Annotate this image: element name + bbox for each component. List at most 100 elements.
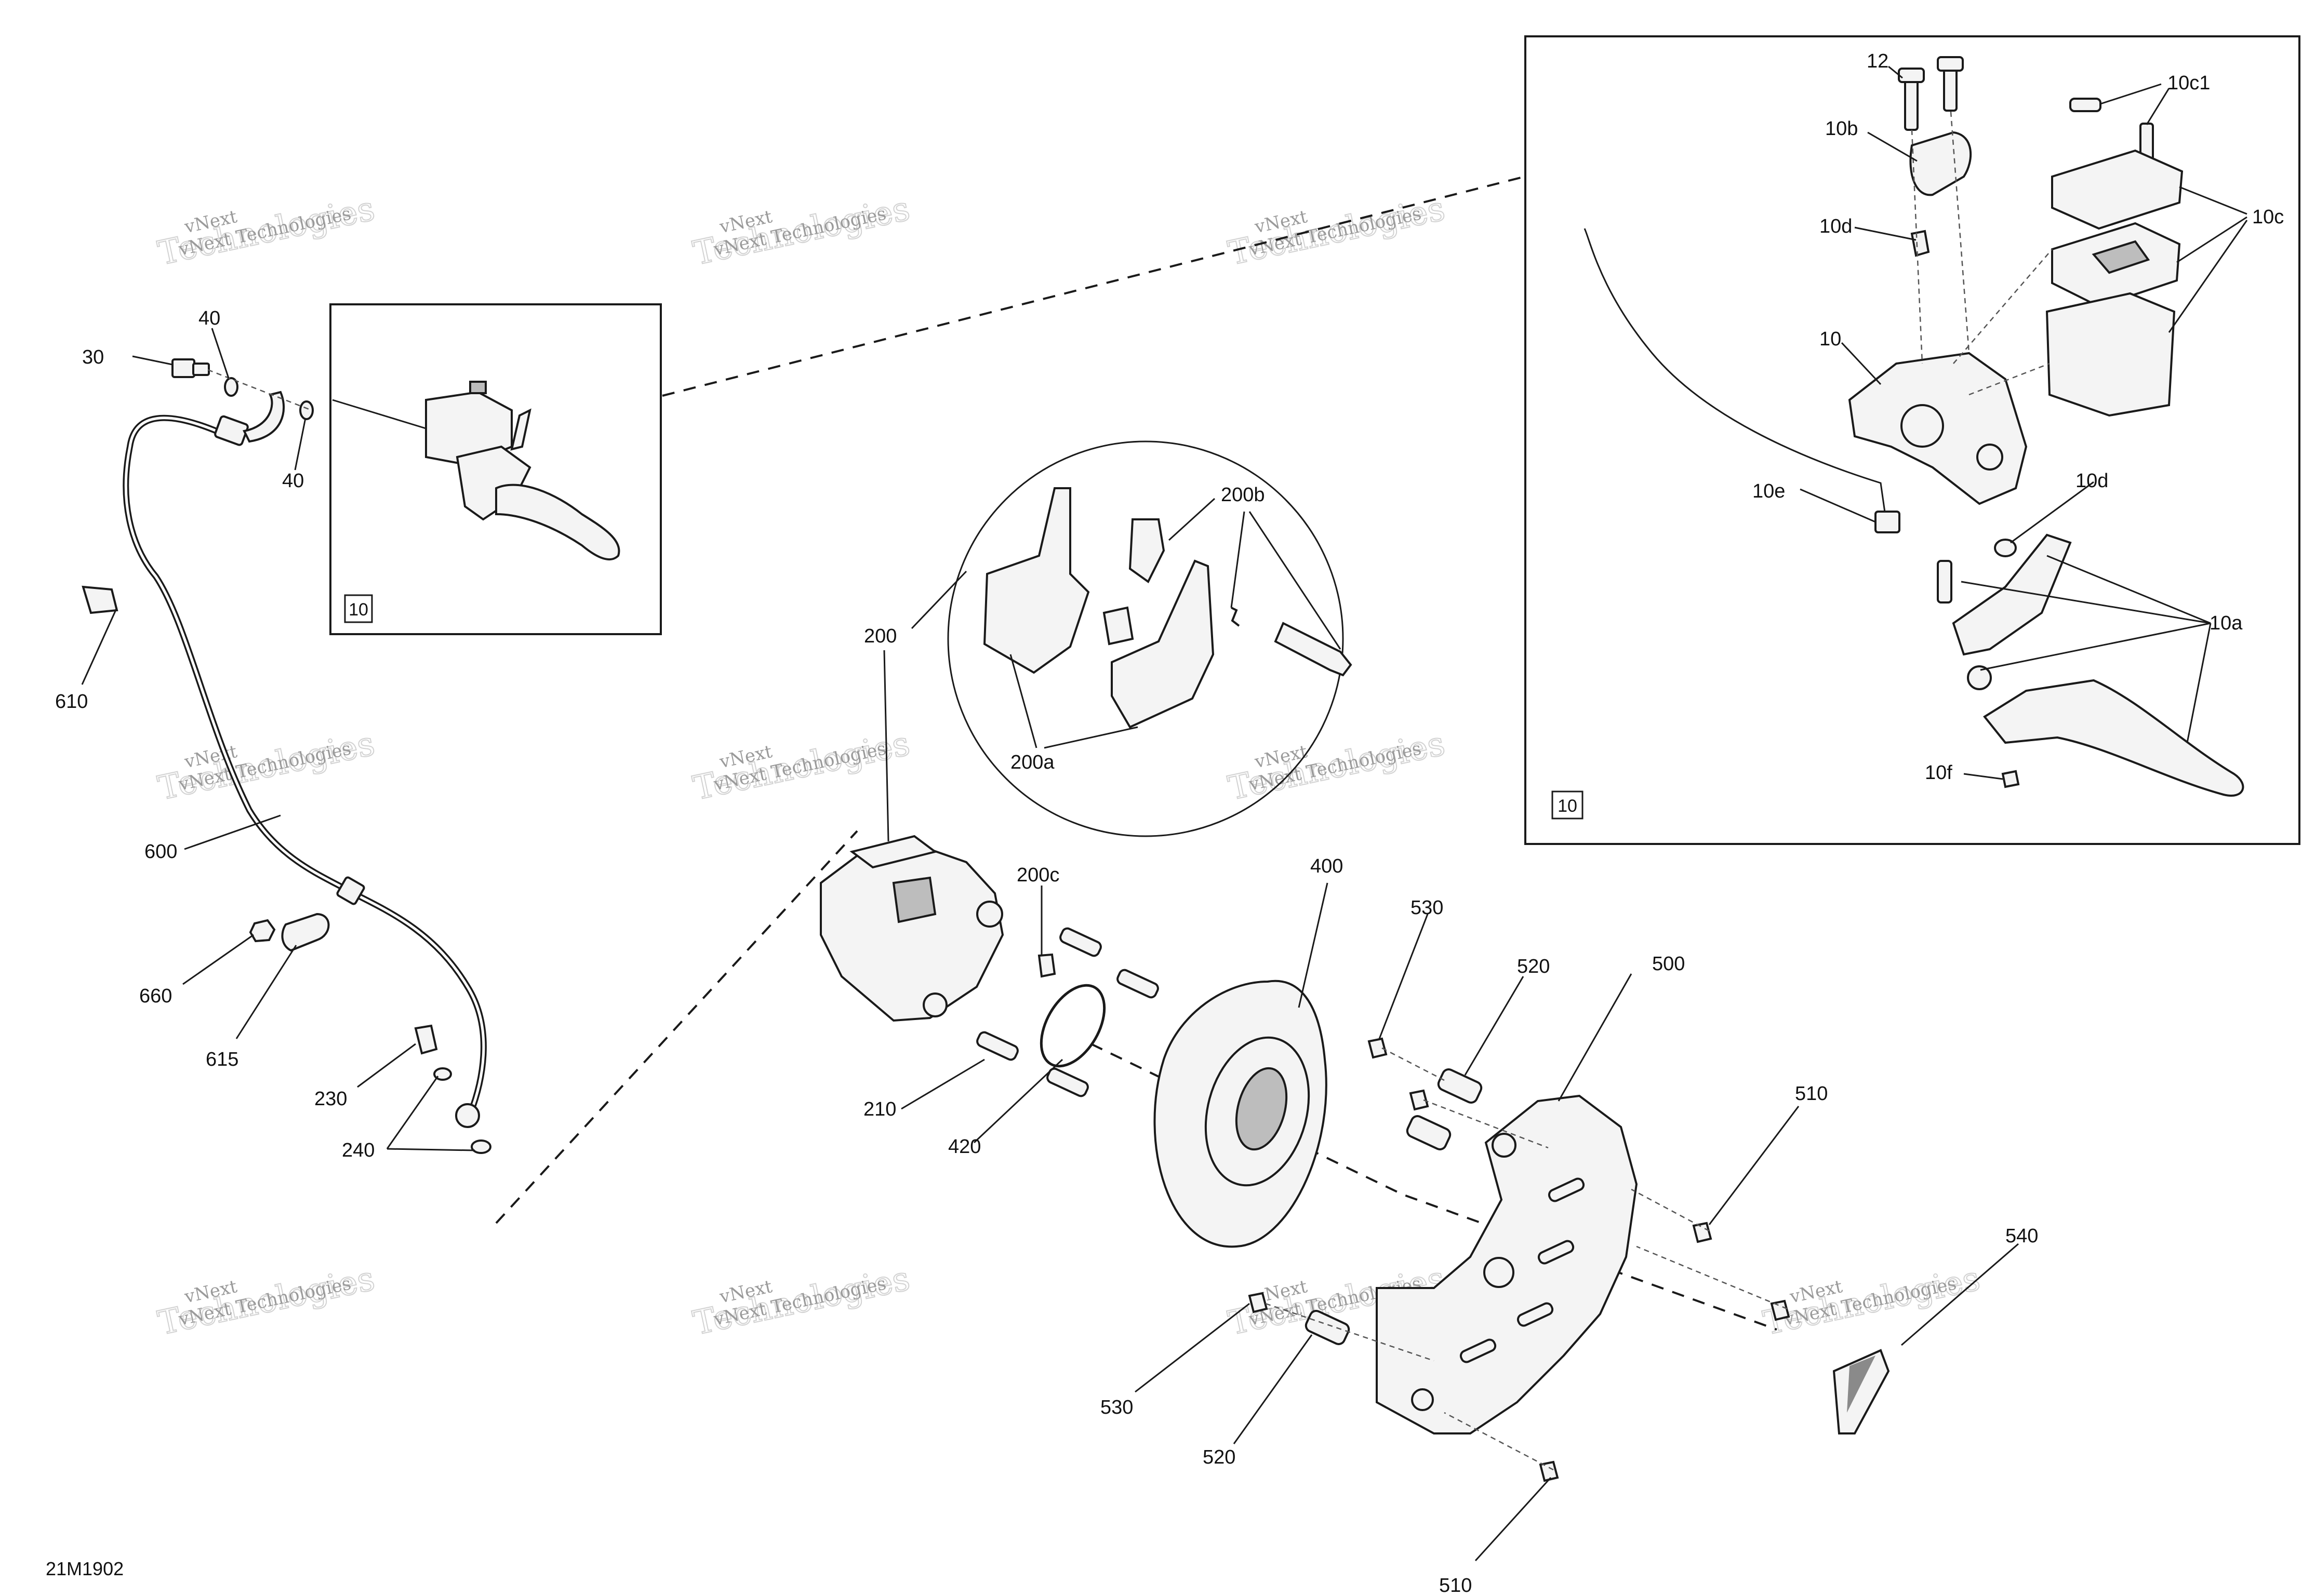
screw-530-upper: [1367, 1037, 1388, 1059]
callout-200c: 200c: [1017, 864, 1059, 886]
brake-switch-10e: [1874, 511, 1900, 533]
callout-520-upper: 520: [1517, 956, 1550, 977]
hose-fitting-top: [214, 415, 249, 446]
inset-master-cylinder-exploded: 10: [1524, 35, 2300, 845]
caliper-top: [849, 835, 938, 869]
spacer-520-upper: [1437, 1068, 1483, 1104]
callout-400: 400: [1310, 855, 1343, 877]
callout-10: 10: [1819, 328, 1841, 350]
reservoir-cap-small: [469, 381, 487, 394]
callout-210: 210: [863, 1098, 896, 1120]
hose-clip-610: [82, 585, 118, 614]
callout-labels: 30 40 40 610 600 660 615 230 240 200 200…: [46, 50, 2284, 1596]
mc-pivot: [1976, 444, 2003, 471]
callout-10d-mid: 10d: [2075, 470, 2108, 492]
callout-12: 12: [1867, 50, 1888, 72]
callout-530-lower: 530: [1100, 1397, 1133, 1418]
callout-200: 200: [864, 625, 897, 647]
disc-guard-500: [1376, 1094, 1638, 1434]
inset-tag-large: 10: [1558, 796, 1577, 816]
spacer-520-mid: [1406, 1115, 1452, 1150]
callout-10c: 10c: [2252, 206, 2284, 228]
screw-530-lower: [1248, 1292, 1268, 1313]
caliper-bolts: [976, 927, 1159, 1097]
callout-600: 600: [144, 841, 177, 863]
watermark: Technologies vNext vNext Technologies: [1225, 189, 1449, 273]
disc-spline: [1235, 1067, 1288, 1151]
screw-10c1-left: [2069, 98, 2101, 112]
bleeder-200c: [1037, 953, 1056, 978]
caliper-body: [820, 842, 1004, 1022]
brake-pad-right: [1111, 559, 1215, 729]
inset-tag-small: 10: [349, 600, 368, 620]
lever-pivot-bolt-10a: [1937, 560, 1952, 603]
caliper-pin-mid: [1116, 969, 1159, 999]
brake-disc-400: [1153, 980, 1327, 1248]
watermark: Technologies vNext vNext Technologies: [154, 1259, 379, 1343]
pad-pin-200b: [1274, 622, 1352, 677]
watermark: Technologies vNext vNext Technologies: [689, 189, 914, 273]
lever-pivot-small: [510, 408, 531, 451]
drawing-code: 21M1902: [46, 1558, 124, 1579]
banjo-bolt-30: [171, 358, 210, 378]
inset-tag-box-small: [344, 594, 373, 623]
hose-fitting-bottom: [455, 1103, 480, 1128]
brake-hose-highlight: [124, 417, 485, 1116]
inset-master-cylinder-small: 10: [329, 303, 662, 635]
clip-10f: [2001, 770, 2020, 788]
guard-slot-2: [1537, 1240, 1575, 1265]
hose-banjo-bend: [243, 391, 285, 443]
banjo-bolt-230: [414, 1024, 438, 1055]
callout-10f: 10f: [1925, 762, 1952, 784]
brake-caliper: [820, 835, 1004, 1022]
watermark: Technologies vNext vNext Technologies: [689, 1259, 914, 1343]
screw-530-mid: [1409, 1089, 1429, 1111]
pad-clip: [1102, 606, 1134, 646]
diaphragm-center: [2092, 240, 2150, 274]
screw-510-right: [1770, 1299, 1790, 1321]
watermark: Technologies vNext vNext Technologies: [154, 724, 379, 808]
guard-hole-lower: [1411, 1388, 1434, 1411]
callout-610: 610: [55, 691, 88, 713]
hose-to-caliper-line: [495, 830, 858, 1224]
watermark: Technologies vNext vNext Technologies: [1760, 1259, 1984, 1343]
callout-200b: 200b: [1221, 484, 1265, 506]
detail-circle: [947, 440, 1344, 837]
callout-10d-top: 10d: [1819, 216, 1852, 237]
callout-10e: 10e: [1752, 480, 1785, 502]
washer-240-upper: [433, 1067, 452, 1081]
callout-10b: 10b: [1825, 118, 1858, 140]
caliper-pin-upper: [1059, 927, 1102, 957]
retaining-clip-200b: [1231, 607, 1240, 627]
brake-pad-detail: [947, 440, 1352, 837]
reservoir-10c: [2045, 292, 2176, 417]
callout-30: 30: [82, 346, 104, 368]
callout-660: 660: [139, 985, 172, 1007]
callout-500: 500: [1652, 953, 1685, 975]
callout-420: 420: [948, 1136, 981, 1158]
washer-40-lower: [299, 400, 314, 420]
decal-540: [1832, 1349, 1890, 1434]
inset-tag-box-large: [1551, 790, 1584, 820]
nut-10d-mid: [1994, 539, 2017, 557]
guard-slot-3: [1516, 1302, 1554, 1327]
guard-hardware: [1248, 1037, 1790, 1482]
lever-spring-10a: [1967, 665, 1992, 690]
lever-small: [495, 484, 620, 561]
washer-240-lower: [471, 1139, 491, 1154]
callout-230: 230: [314, 1088, 347, 1110]
watermark: Technologies vNext vNext Technologies: [689, 724, 914, 808]
brake-pad-left: [983, 487, 1090, 674]
guard-hole-upper: [1492, 1133, 1516, 1158]
nut-660: [249, 919, 276, 943]
screw-510-lower: [1539, 1460, 1559, 1482]
callout-540: 540: [2005, 1225, 2038, 1247]
caliper-pin-lower: [1046, 1067, 1089, 1097]
callout-200a: 200a: [1010, 752, 1055, 773]
callout-615: 615: [206, 1049, 238, 1070]
mc-bore: [1900, 404, 1944, 448]
pad-spring: [1128, 518, 1165, 583]
callout-10c1: 10c1: [2167, 72, 2210, 94]
callout-530-upper: 530: [1411, 897, 1443, 919]
